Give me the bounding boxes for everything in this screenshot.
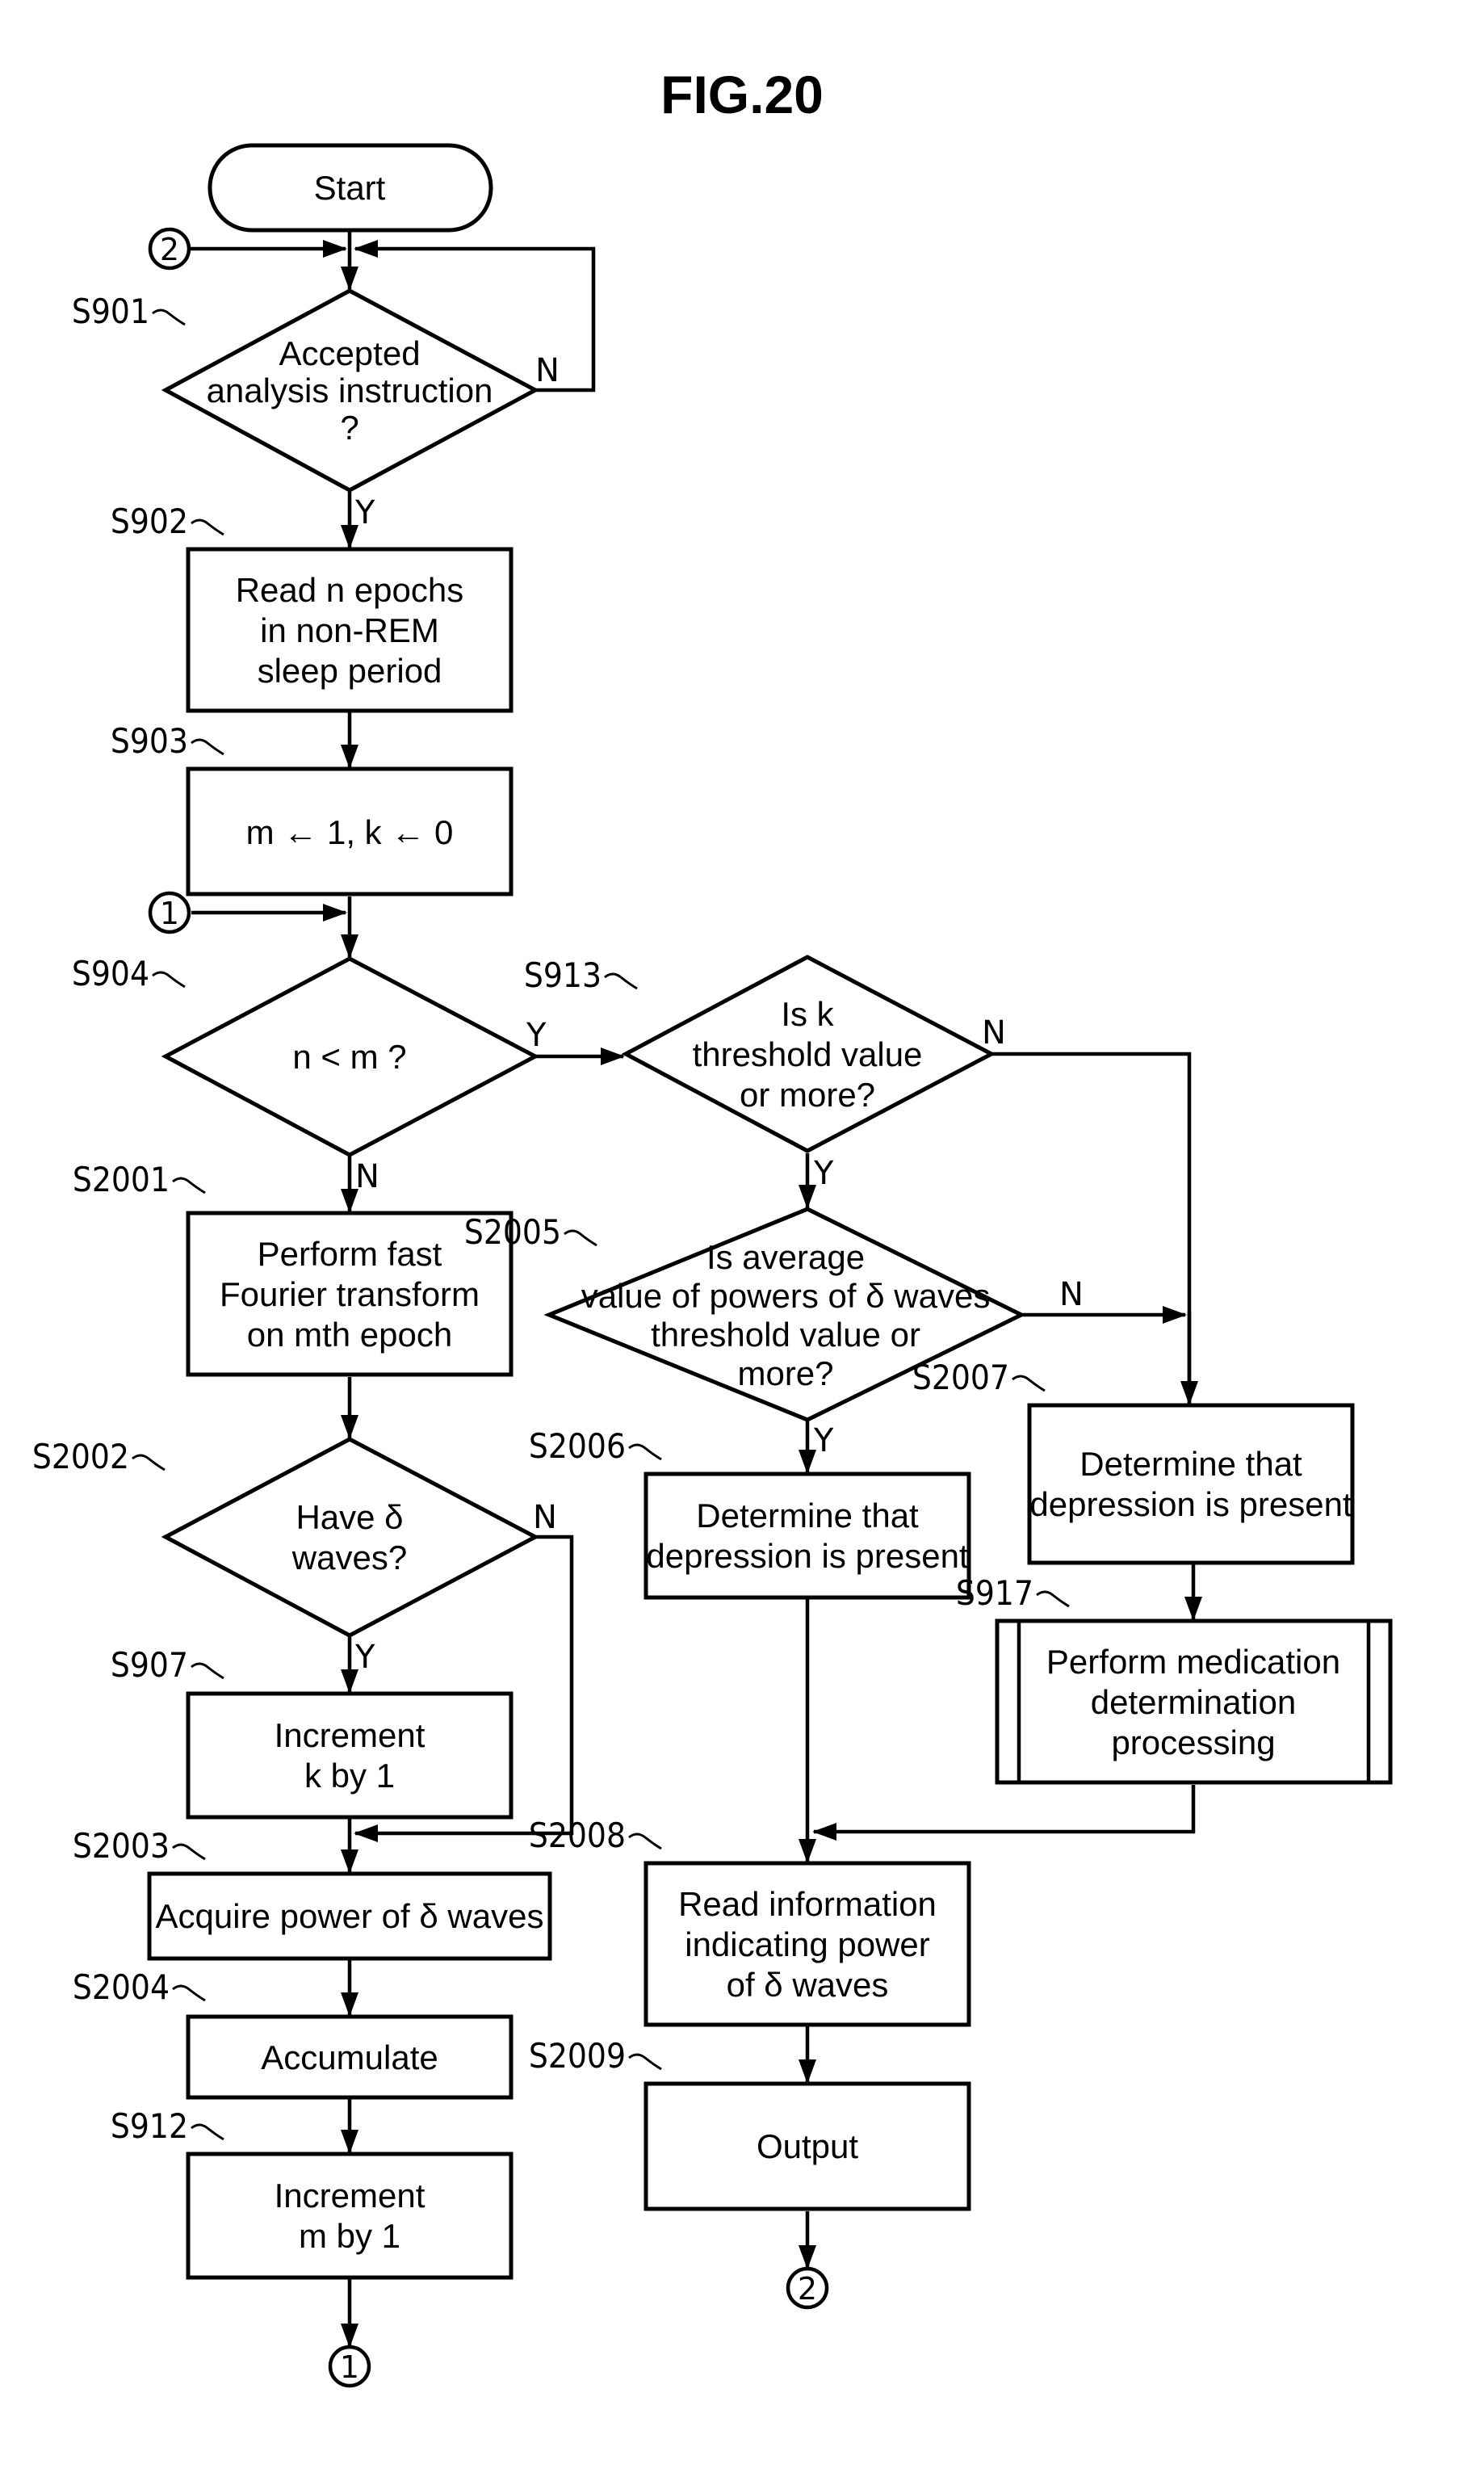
- s913-step-label: S913: [524, 955, 602, 995]
- s2003-step-label: S2003: [73, 1826, 170, 1866]
- s2008-step-leader: [629, 1834, 661, 1849]
- s2005-step-leader: [564, 1231, 597, 1245]
- s913-text-line: Is k: [781, 995, 834, 1033]
- s2006-text-line: Determine that: [696, 1497, 919, 1534]
- s2005-step-label: S2005: [464, 1212, 561, 1252]
- s2006-step-leader: [629, 1445, 661, 1459]
- s2001-text-line: Perform fast: [258, 1235, 442, 1273]
- s2002-text-line: Have δ: [296, 1498, 403, 1536]
- s903-step-label: S903: [111, 721, 188, 761]
- s902-step-leader: [191, 520, 224, 535]
- s2006-process: [646, 1474, 969, 1597]
- s2008-text-line: of δ waves: [727, 1966, 889, 2004]
- s2002-step-leader: [132, 1455, 165, 1470]
- s2007-step-leader: [1012, 1376, 1045, 1391]
- s913-step-leader: [605, 974, 637, 989]
- s2008-text-line: indicating power: [685, 1925, 930, 1963]
- s903-text-line: m ← 1, k ← 0: [246, 813, 454, 851]
- connector-2-bottom: 2: [788, 2269, 827, 2307]
- s913-yes-label: Y: [813, 1155, 834, 1192]
- s912-step-leader: [191, 2125, 224, 2139]
- s2005-no-label: N: [1059, 1276, 1084, 1313]
- s901-step-leader: [153, 310, 185, 325]
- s2001-step-leader: [173, 1178, 205, 1193]
- s901-no-label: N: [535, 352, 560, 389]
- s2004-step-label: S2004: [73, 1967, 170, 2007]
- s2004-text-line: Accumulate: [261, 2038, 438, 2076]
- s2003-step-leader: [173, 1845, 205, 1859]
- connector-2-top: 2: [150, 229, 189, 268]
- s2009-text-line: Output: [757, 2127, 858, 2165]
- s904-step-leader: [153, 972, 185, 987]
- s902-text-line: sleep period: [258, 652, 442, 690]
- s2002-step-label: S2002: [32, 1437, 129, 1476]
- s2001-text-line: Fourier transform: [220, 1275, 480, 1313]
- connector-1-bottom: 1: [330, 2347, 369, 2386]
- s2005-text-line: value of powers of δ waves: [581, 1277, 991, 1315]
- s2002-yes-label: Y: [354, 1639, 375, 1676]
- s912-step-label: S912: [111, 2106, 188, 2146]
- s904-text-line: n < m ?: [292, 1038, 406, 1076]
- s901-text-line: analysis instruction: [207, 372, 493, 409]
- s903-step-leader: [191, 740, 224, 754]
- s901-yes-label: Y: [354, 494, 375, 531]
- s901-text-line: ?: [340, 409, 358, 447]
- s917-step-leader: [1037, 1592, 1069, 1606]
- s2007-text-line: depression is present: [1029, 1485, 1352, 1523]
- s2004-step-leader: [173, 1986, 205, 2000]
- figure-title: FIG.20: [660, 65, 824, 124]
- s912-process: [188, 2154, 511, 2278]
- s2006-text-line: depression is present: [646, 1537, 969, 1575]
- s2002-no-label: N: [533, 1499, 557, 1536]
- s913-text-line: threshold value: [693, 1035, 923, 1073]
- s913-no-label: N: [982, 1014, 1006, 1052]
- s902-text-line: in non-REM: [260, 611, 439, 649]
- s907-step-label: S907: [111, 1645, 188, 1685]
- s2006-step-label: S2006: [529, 1426, 626, 1466]
- s2008-step-label: S2008: [529, 1816, 626, 1855]
- svg-text:2: 2: [798, 2271, 817, 2307]
- s2005-text-line: threshold value or: [651, 1316, 920, 1354]
- s917-text-line: determination: [1091, 1683, 1296, 1721]
- s2007-step-label: S2007: [912, 1358, 1009, 1397]
- s902-text-line: Read n epochs: [236, 571, 464, 609]
- s912-text-line: m by 1: [299, 2217, 400, 2255]
- s901-text-line: Accepted: [279, 334, 420, 372]
- s917-text-line: processing: [1111, 1723, 1275, 1761]
- s904-step-label: S904: [72, 954, 149, 993]
- s901-step-label: S901: [72, 292, 149, 331]
- svg-text:1: 1: [340, 2349, 359, 2385]
- s2008-text-line: Read information: [678, 1885, 937, 1923]
- s913-text-line: or more?: [740, 1076, 875, 1114]
- start-text-line: Start: [314, 169, 386, 207]
- s2002-decision: [166, 1439, 535, 1635]
- s904-no-label: N: [355, 1158, 379, 1195]
- s2001-text-line: on mth epoch: [247, 1316, 453, 1354]
- s904-yes-label: Y: [526, 1017, 547, 1054]
- s907-step-leader: [191, 1664, 224, 1678]
- s2005-yes-label: Y: [813, 1422, 834, 1459]
- svg-text:1: 1: [160, 896, 179, 931]
- connector-1-top: 1: [150, 893, 189, 932]
- svg-text:2: 2: [160, 232, 179, 267]
- s2005-text-line: more?: [737, 1354, 833, 1392]
- s917-text-line: Perform medication: [1046, 1643, 1340, 1681]
- s2009-step-label: S2009: [529, 2036, 626, 2076]
- s917-step-label: S917: [956, 1573, 1033, 1613]
- s907-text-line: k by 1: [304, 1757, 395, 1795]
- s2007-text-line: Determine that: [1079, 1445, 1302, 1483]
- s2002-text-line: waves?: [291, 1539, 407, 1576]
- s907-text-line: Increment: [275, 1716, 425, 1754]
- s902-step-label: S902: [111, 502, 188, 541]
- s2009-step-leader: [629, 2055, 661, 2069]
- s2001-step-label: S2001: [73, 1160, 170, 1199]
- s2005-text-line: Is average: [706, 1238, 865, 1276]
- s912-text-line: Increment: [275, 2177, 425, 2215]
- s2003-text-line: Acquire power of δ waves: [156, 1897, 544, 1935]
- s907-process: [188, 1694, 511, 1817]
- s2007-process: [1029, 1405, 1352, 1563]
